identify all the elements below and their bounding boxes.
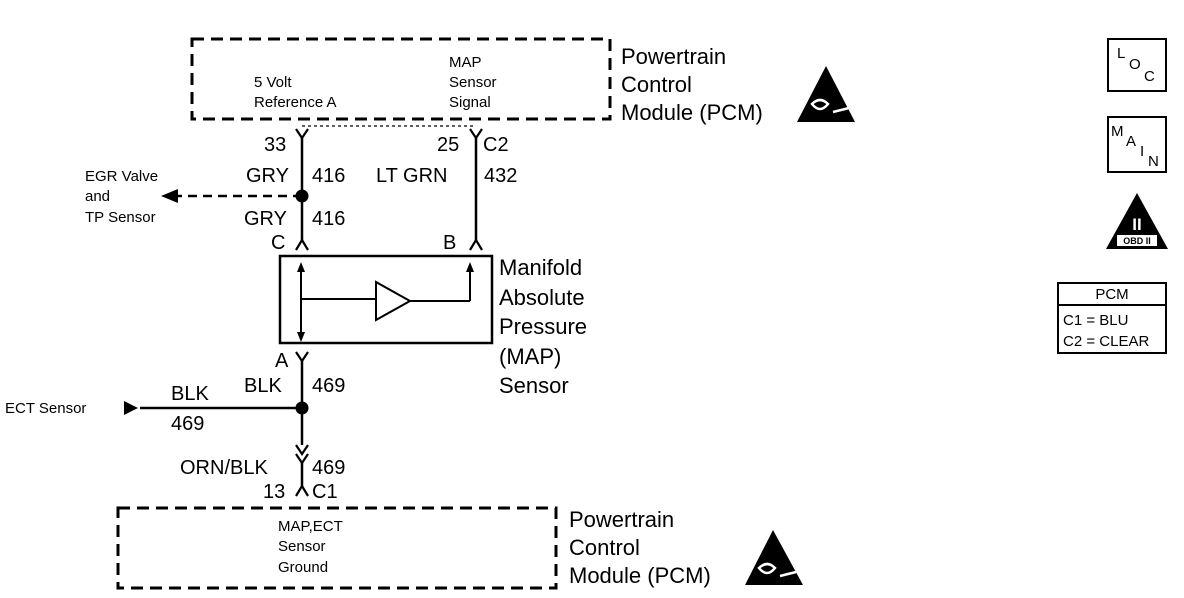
- connector-terminal-25: [469, 128, 483, 140]
- circuit-469-bottom: 469: [312, 457, 345, 479]
- wire-color-blk-top: BLK: [244, 375, 282, 397]
- pcm-top-title-line-1: Powertrain: [621, 44, 726, 69]
- pcm-bottom-title-line-3: Module (PCM): [569, 563, 711, 588]
- pcm-top-circuit-2-line-3: Signal: [449, 94, 491, 111]
- arrow-left-icon: [161, 189, 178, 203]
- egr-label-line-2: and: [85, 188, 110, 205]
- loc-icon-char-3: C: [1144, 68, 1155, 85]
- pin-33-label: 33: [264, 134, 286, 156]
- circuit-432: 432: [484, 165, 517, 187]
- loc-icon-char-1: L: [1117, 45, 1125, 62]
- main-icon: M A I N: [1107, 116, 1167, 173]
- ect-sensor-label: ECT Sensor: [5, 400, 86, 417]
- obd-ii-numeral: II: [1132, 215, 1141, 234]
- wire-blk-469: A BLK 469 BLK 469 ECT Sensor ORN/BLK 469…: [5, 350, 345, 503]
- main-icon-char-2: A: [1126, 133, 1136, 150]
- connector-terminal-a: [295, 351, 309, 363]
- connector-c2-label: C2: [483, 134, 509, 156]
- map-sensor-box: [278, 254, 494, 345]
- wire-color-lt-grn: LT GRN: [376, 165, 448, 187]
- amplifier-symbol: [297, 262, 474, 342]
- obd-ii-caption: OBD II: [1123, 236, 1151, 246]
- connector-terminal-b: [469, 237, 483, 251]
- loc-icon-char-2: O: [1129, 56, 1141, 73]
- esd-warning-icon: [745, 530, 803, 585]
- circuit-416-top: 416: [312, 165, 345, 187]
- main-icon-char-3: I: [1140, 143, 1144, 160]
- wire-color-gry-bottom: GRY: [244, 208, 287, 230]
- pcm-top: 5 Volt Reference A MAP Sensor Signal Pow…: [190, 37, 855, 125]
- pcm-top-circuit-2-line-1: MAP: [449, 54, 482, 71]
- map-sensor-label-line-4: (MAP): [499, 344, 561, 369]
- terminal-c-label: C: [271, 232, 285, 254]
- circuit-416-bottom: 416: [312, 208, 345, 230]
- main-icon-char-1: M: [1111, 123, 1124, 140]
- map-sensor-label-line-2: Absolute: [499, 285, 585, 310]
- pcm-bottom-box: [116, 506, 558, 590]
- main-icon-char-4: N: [1148, 153, 1159, 170]
- wire-gry-416: 33 GRY 416 GRY 416 C EGR Valve and TP Se…: [85, 128, 345, 254]
- terminal-b-label: B: [443, 232, 456, 254]
- map-sensor-label-line-3: Pressure: [499, 314, 587, 339]
- pcm-top-title-line-3: Module (PCM): [621, 100, 763, 125]
- pcm-bottom-circuit-line-1: MAP,ECT: [278, 518, 343, 535]
- pcm-bottom-circuit-line-3: Ground: [278, 559, 328, 576]
- pcm-top-box: [190, 37, 612, 121]
- pcm-bottom-circuit-line-2: Sensor: [278, 538, 326, 555]
- wire-color-orn-blk: ORN/BLK: [180, 457, 268, 479]
- obd-ii-icon: II OBD II: [1106, 193, 1168, 249]
- ect-wire-color: BLK: [171, 383, 209, 405]
- circuit-469-top: 469: [312, 375, 345, 397]
- pcm-connector-legend: PCM C1 = BLU C2 = CLEAR: [1057, 282, 1167, 354]
- pcm-legend-title: PCM: [1095, 286, 1128, 303]
- pin-25-label: 25: [437, 134, 459, 156]
- loc-icon: L O C: [1107, 38, 1167, 92]
- pcm-legend-row-c1: C1 = BLU: [1063, 312, 1128, 329]
- pcm-bottom-title-line-2: Control: [569, 535, 640, 560]
- pcm-top-title-line-2: Control: [621, 72, 692, 97]
- pin-13-label: 13: [263, 481, 285, 503]
- map-sensor-label-line-1: Manifold: [499, 255, 582, 280]
- map-sensor-label-line-5: Sensor: [499, 373, 569, 398]
- pcm-legend-row-c2: C2 = CLEAR: [1063, 333, 1149, 350]
- esd-warning-icon: [797, 66, 855, 122]
- connector-terminal-c: [295, 237, 309, 251]
- connector-terminal-33: [295, 128, 309, 140]
- map-sensor: Manifold Absolute Pressure (MAP) Sensor: [278, 254, 587, 398]
- pcm-bottom: MAP,ECT Sensor Ground Powertrain Control…: [116, 506, 803, 590]
- connector-c1-label: C1: [312, 481, 338, 503]
- pcm-bottom-title-line-1: Powertrain: [569, 507, 674, 532]
- egr-label-line-3: TP Sensor: [85, 209, 156, 226]
- egr-label-line-1: EGR Valve: [85, 168, 158, 185]
- terminal-a-label: A: [275, 350, 289, 372]
- pcm-top-circuit-1-line-2: Reference A: [254, 94, 337, 111]
- wire-color-gry-top: GRY: [246, 165, 289, 187]
- wire-lt-grn-432: 25 C2 LT GRN 432 B: [376, 128, 517, 254]
- ect-wire-circuit: 469: [171, 413, 204, 435]
- pcm-top-circuit-2-line-2: Sensor: [449, 74, 497, 91]
- arrow-right-icon: [124, 401, 138, 415]
- pcm-top-circuit-1-line-1: 5 Volt: [254, 74, 292, 91]
